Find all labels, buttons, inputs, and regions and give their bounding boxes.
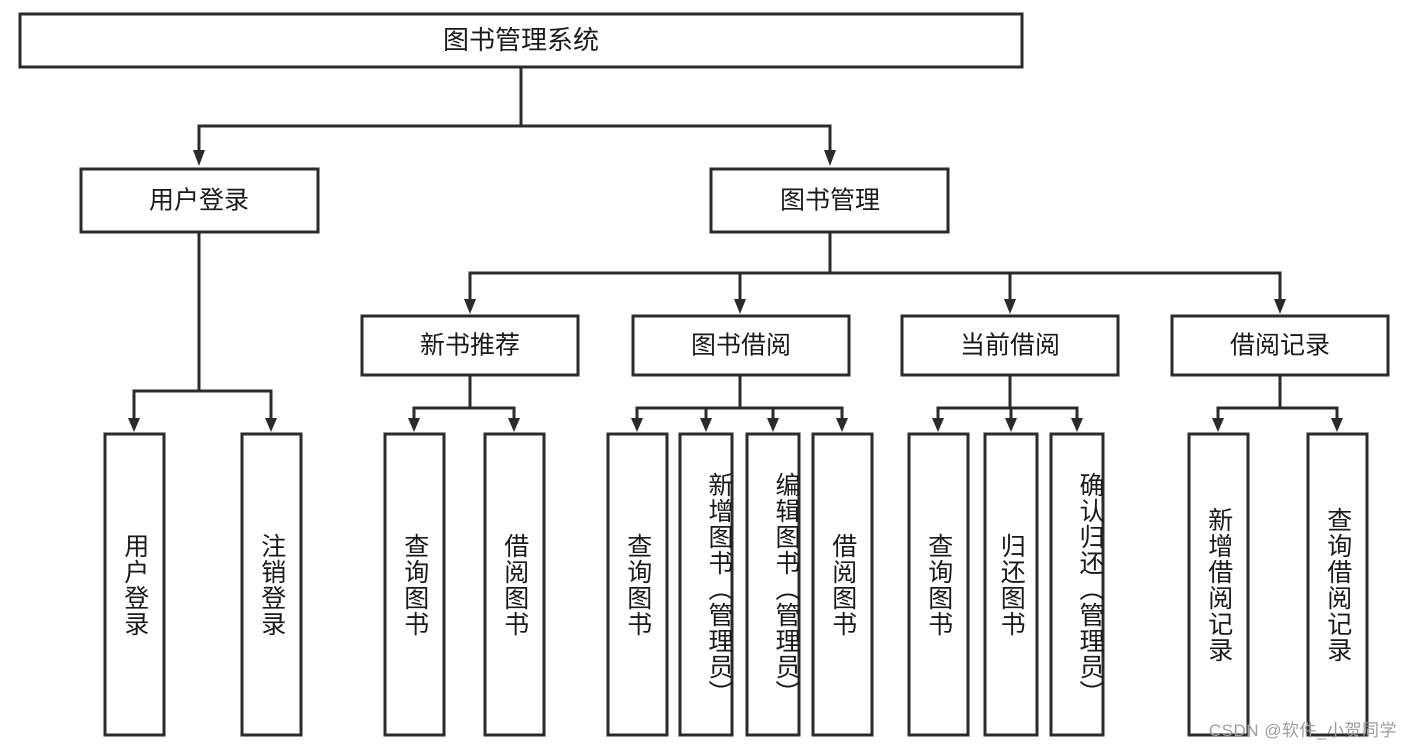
arrowhead-to-user-login	[193, 150, 205, 166]
arrowhead-leaf-query-book-1	[408, 418, 420, 432]
leaf-box-layer	[103, 432, 1369, 737]
book-borrow-box[interactable]	[631, 314, 851, 377]
arrowhead-leaf-edit-book	[767, 418, 779, 432]
user-login-box[interactable]	[79, 167, 320, 234]
book-borrow-label: 图书借阅	[691, 332, 791, 360]
edge-borrowrecord-bus	[1216, 373, 1339, 420]
arrowhead-leaf-return-book	[1005, 418, 1017, 432]
arrowhead-leaf-borrow-book-2	[836, 418, 848, 432]
node-current-borrow[interactable]: 当前借阅	[900, 314, 1120, 377]
node-new-book-recommend[interactable]: 新书推荐	[360, 314, 580, 377]
leaf-box-confirm-return[interactable]	[1049, 432, 1105, 737]
arrowhead-leaf-logout	[265, 418, 277, 432]
leaf-box-add-book[interactable]	[678, 432, 734, 737]
edge-currentborrow-bus	[936, 373, 1079, 420]
leaf-box-query-record[interactable]	[1306, 432, 1369, 737]
arrowhead-leaf-add-record	[1212, 418, 1224, 432]
node-user-login[interactable]: 用户登录	[79, 167, 320, 234]
connector-layer	[128, 65, 1343, 432]
leaf-box-query-book-1[interactable]	[383, 432, 446, 737]
arrowhead-to-borrow-book	[734, 299, 746, 314]
edge-bookmgmt-bus	[468, 230, 1282, 301]
arrowhead-to-new-book	[464, 299, 476, 314]
csdn-watermark: CSDN @软件_小贺同学	[1208, 721, 1397, 740]
leaf-box-user-login[interactable]	[103, 432, 166, 737]
arrowhead-leaf-user-login	[128, 418, 140, 432]
leaf-box-logout[interactable]	[240, 432, 303, 737]
arrowhead-to-borrow-record	[1274, 299, 1286, 314]
arrowhead-leaf-borrow-book-1	[508, 418, 520, 432]
borrow-record-box[interactable]	[1170, 314, 1390, 377]
leaf-box-borrow-book-2[interactable]	[811, 432, 874, 737]
edge-newbook-bus	[412, 373, 516, 420]
root-label: 图书管理系统	[443, 25, 599, 55]
leaf-box-add-record[interactable]	[1187, 432, 1250, 737]
node-root[interactable]: 图书管理系统	[18, 12, 1024, 69]
leaf-box-edit-book[interactable]	[745, 432, 801, 737]
arrowhead-to-book-mgmt	[824, 150, 836, 166]
borrow-record-label: 借阅记录	[1230, 332, 1330, 360]
arrowhead-leaf-add-book	[700, 418, 712, 432]
current-borrow-box[interactable]	[900, 314, 1120, 377]
edge-bookborrow-bus	[635, 373, 844, 420]
arrowhead-leaf-query-record	[1331, 418, 1343, 432]
node-borrow-record[interactable]: 借阅记录	[1170, 314, 1390, 377]
arrowhead-leaf-query-book-3	[932, 418, 944, 432]
arrowhead-leaf-confirm-return	[1071, 418, 1083, 432]
book-management-box[interactable]	[709, 167, 950, 234]
new-book-recommend-box[interactable]	[360, 314, 580, 377]
new-book-recommend-label: 新书推荐	[420, 332, 520, 360]
node-book-management[interactable]: 图书管理	[709, 167, 950, 234]
edge-userlogin-bus	[132, 230, 273, 420]
book-management-label: 图书管理	[780, 187, 880, 215]
edge-root-bus	[197, 65, 832, 152]
arrowhead-leaf-query-book-2	[631, 418, 643, 432]
leaf-box-return-book[interactable]	[983, 432, 1039, 737]
leaf-box-query-book-2[interactable]	[606, 432, 669, 737]
current-borrow-label: 当前借阅	[960, 332, 1060, 360]
leaf-box-borrow-book-1[interactable]	[483, 432, 546, 737]
node-book-borrow[interactable]: 图书借阅	[631, 314, 851, 377]
root-box[interactable]	[18, 12, 1024, 69]
leaf-box-query-book-3[interactable]	[907, 432, 970, 737]
user-login-label: 用户登录	[149, 187, 249, 215]
arrowhead-to-current-borrow	[1004, 299, 1016, 314]
